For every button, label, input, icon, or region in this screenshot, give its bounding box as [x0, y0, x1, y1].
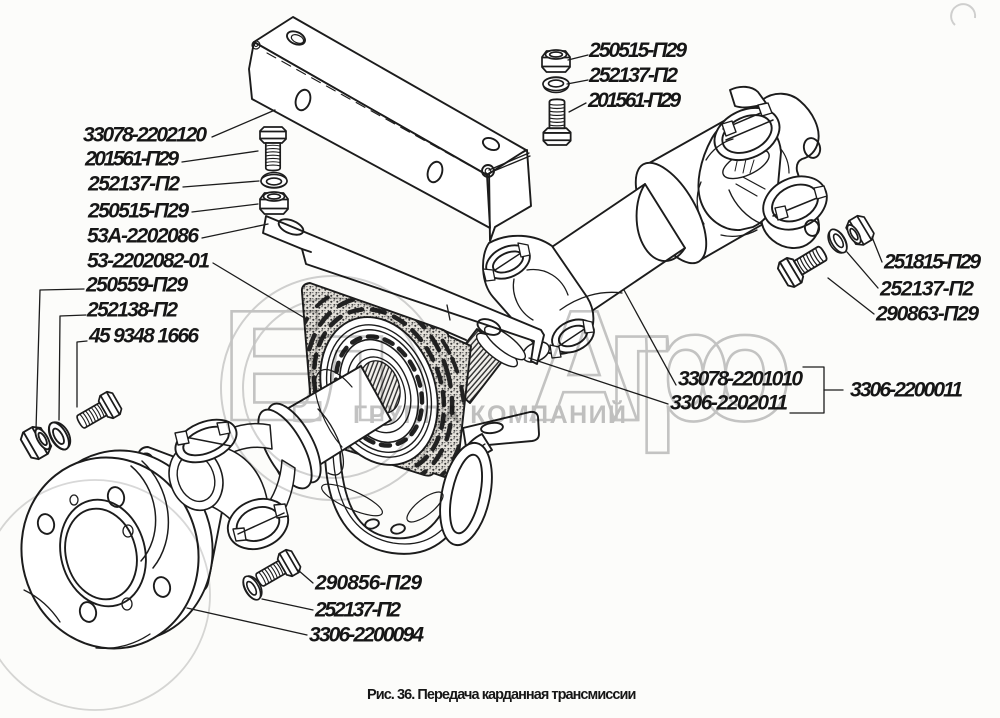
svg-text:250559-П29: 250559-П29	[85, 274, 188, 297]
svg-text:252137-П2: 252137-П2	[879, 278, 974, 301]
svg-text:53А-2202086: 53А-2202086	[87, 225, 199, 248]
svg-text:290856-П29: 290856-П29	[314, 572, 422, 595]
svg-text:251815-П29: 251815-П29	[883, 251, 981, 274]
svg-text:3306-2202011: 3306-2202011	[670, 392, 788, 415]
svg-text:3306-2200094: 3306-2200094	[309, 624, 424, 647]
svg-text:ГРУППА КОМПАНИЙ: ГРУППА КОМПАНИЙ	[353, 399, 631, 429]
svg-text:250515-П29: 250515-П29	[588, 39, 687, 62]
svg-text:252137-П2: 252137-П2	[588, 64, 678, 87]
svg-text:250515-П29: 250515-П29	[87, 200, 189, 223]
svg-text:201561-П29: 201561-П29	[84, 148, 179, 171]
svg-text:33078-2202120: 33078-2202120	[83, 124, 207, 147]
svg-text:Ел: Ел	[221, 278, 393, 454]
svg-text:290863-П29: 290863-П29	[875, 303, 979, 326]
svg-text:Агро: Агро	[527, 278, 793, 454]
svg-text:53-2202082-01: 53-2202082-01	[87, 250, 210, 273]
svg-text:Рис. 36. Передача карданная тр: Рис. 36. Передача карданная трансмиссии	[367, 687, 637, 703]
svg-text:45 9348 1666: 45 9348 1666	[88, 325, 199, 348]
svg-text:252138-П2: 252138-П2	[86, 299, 178, 322]
svg-text:201561-П29: 201561-П29	[587, 89, 681, 112]
svg-text:252137-П2: 252137-П2	[314, 599, 401, 622]
svg-text:33078-2201010: 33078-2201010	[678, 368, 803, 391]
svg-text:3306-2200011: 3306-2200011	[850, 379, 963, 402]
svg-text:252137-П2: 252137-П2	[87, 173, 180, 196]
